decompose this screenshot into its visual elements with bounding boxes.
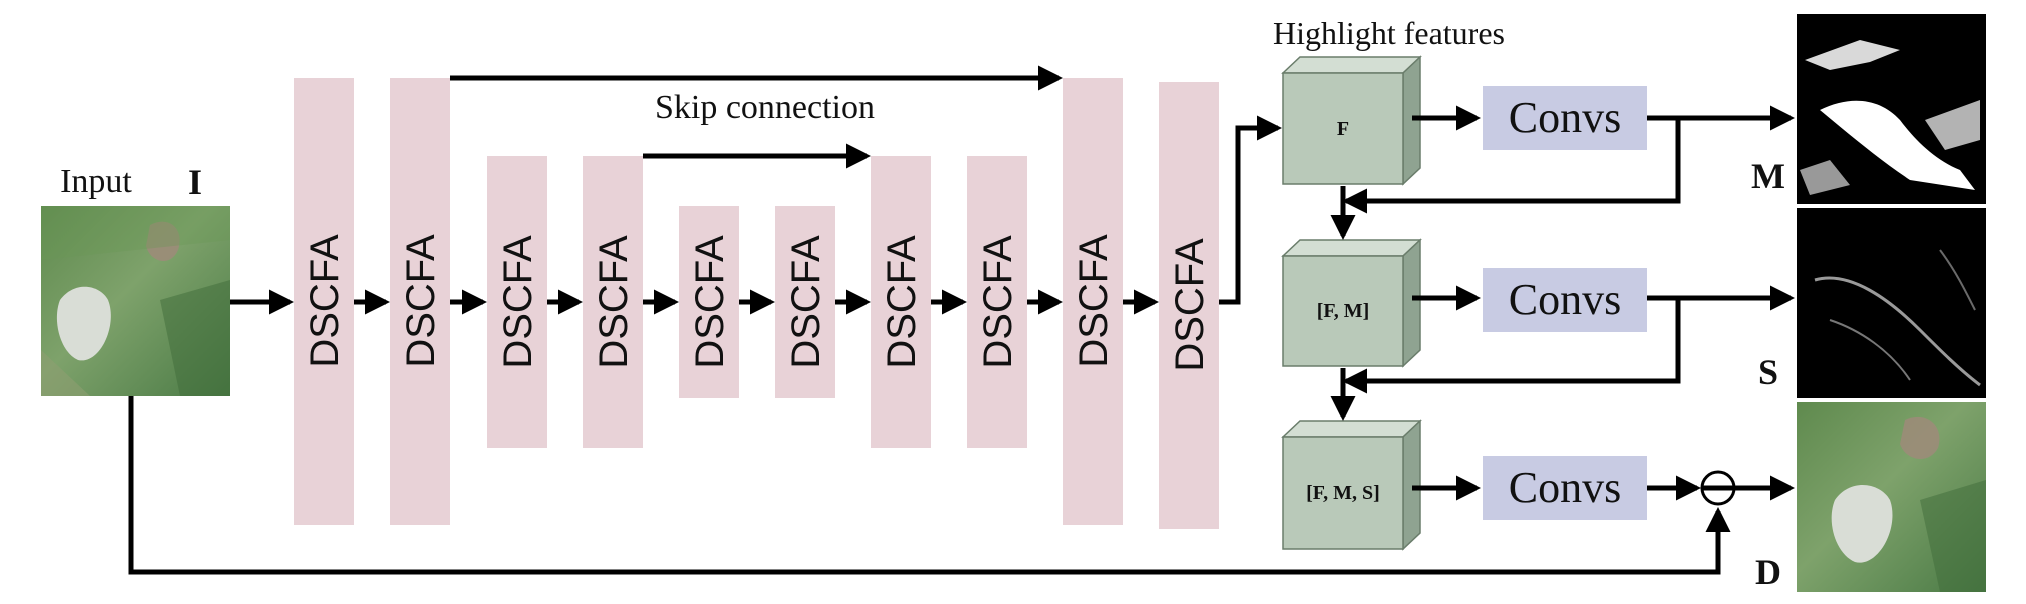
dscfa-block-4 bbox=[583, 156, 643, 448]
input-label: Input bbox=[60, 163, 132, 200]
output-image bbox=[1797, 402, 1986, 592]
skip-connections bbox=[450, 65, 1064, 169]
cube-label-fm: [F, M] bbox=[1317, 300, 1370, 322]
main-flow-arrows bbox=[230, 115, 1283, 315]
dscfa-label-6: DSCFA bbox=[784, 235, 828, 369]
dscfa-block-3 bbox=[487, 156, 547, 448]
input-residual-arrow bbox=[128, 396, 1731, 575]
dscfa-block-5 bbox=[679, 206, 739, 398]
convs-label-2: Convs bbox=[1509, 275, 1621, 324]
output-label-d: D bbox=[1755, 552, 1781, 592]
output-label-s: S bbox=[1758, 352, 1778, 392]
dscfa-block-7 bbox=[871, 156, 931, 448]
dscfa-label-3: DSCFA bbox=[496, 235, 540, 369]
dscfa-block-2 bbox=[390, 78, 450, 525]
cube-label-f: F bbox=[1337, 118, 1349, 140]
dscfa-label-5: DSCFA bbox=[688, 235, 732, 369]
output-label-m: M bbox=[1751, 156, 1785, 196]
dscfa-label-2: DSCFA bbox=[399, 234, 443, 368]
dscfa-label-1: DSCFA bbox=[303, 234, 347, 368]
skip-connection-label: Skip connection bbox=[655, 89, 875, 126]
feature-cube-fm: [F, M] bbox=[1281, 238, 1422, 368]
input-symbol: I bbox=[188, 162, 202, 202]
head-arrows bbox=[128, 105, 1796, 575]
output-mask-image bbox=[1797, 14, 1986, 204]
dscfa-label-9: DSCFA bbox=[1072, 234, 1116, 368]
convs-label-1: Convs bbox=[1509, 93, 1621, 142]
encoder-decoder-blocks: DSCFA DSCFA DSCFA DSCFA DSCFA DSCFA DSCF… bbox=[294, 78, 1219, 529]
dscfa-label-4: DSCFA bbox=[592, 235, 636, 369]
output-shadow-image bbox=[1797, 208, 1986, 398]
convs-box-3 bbox=[1483, 456, 1647, 520]
feature-cube-f: F bbox=[1281, 55, 1422, 186]
dscfa-label-7: DSCFA bbox=[880, 235, 924, 369]
dscfa-label-10: DSCFA bbox=[1168, 238, 1212, 372]
dscfa-label-8: DSCFA bbox=[976, 235, 1020, 369]
input-image bbox=[41, 206, 230, 396]
highlight-features-label: Highlight features bbox=[1273, 15, 1505, 51]
convs-label-3: Convs bbox=[1509, 463, 1621, 512]
convs-box-1 bbox=[1483, 86, 1647, 150]
dscfa-block-10 bbox=[1159, 82, 1219, 529]
dscfa-block-9 bbox=[1063, 78, 1123, 525]
cube-label-fms: [F, M, S] bbox=[1306, 482, 1380, 504]
convs-box-2 bbox=[1483, 268, 1647, 332]
dscfa-block-8 bbox=[967, 156, 1027, 448]
dscfa-block-6 bbox=[775, 206, 835, 398]
feature-cube-fms: [F, M, S] bbox=[1281, 419, 1422, 551]
dscfa-block-1 bbox=[294, 78, 354, 525]
